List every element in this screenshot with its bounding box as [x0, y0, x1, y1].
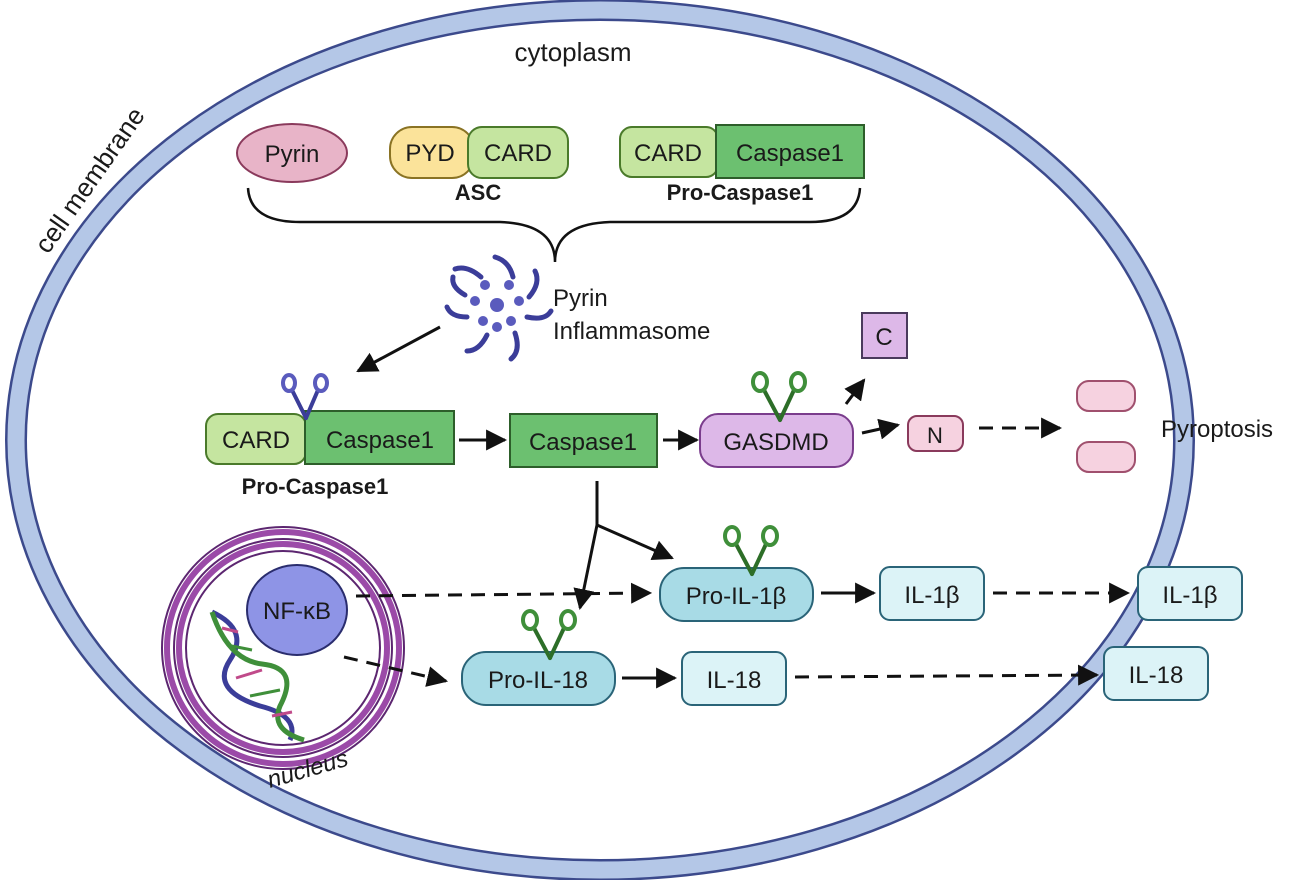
il18-outer-label: IL-18: [1129, 662, 1184, 689]
mid-card-label: CARD: [222, 427, 290, 454]
n-fragment: [907, 415, 964, 452]
scissors-icon-pro-il1b: [723, 525, 779, 576]
dna-icon: [209, 609, 305, 743]
mid-caspase1-label: Caspase1: [326, 427, 434, 454]
arrow-inflammasome-to-procaspase: [356, 325, 441, 373]
arrow-il18-out: [794, 664, 1100, 686]
pore-top: [1076, 380, 1136, 412]
arrow-gasdmd-to-c: [844, 378, 866, 405]
pro-il18: [461, 651, 616, 706]
inflammasome-label-2: Inflammasome: [553, 318, 710, 345]
asc-name: ASC: [455, 180, 502, 205]
pyroptosis-label: Pyroptosis: [1161, 416, 1273, 443]
inflammasome-label-1: Pyrin: [553, 285, 608, 312]
caspase1-active: [509, 413, 658, 468]
top-card-label: CARD: [634, 140, 702, 167]
il18-inner-label: IL-18: [707, 667, 762, 694]
pore-bottom: [1076, 441, 1136, 473]
nfkb-label: NF-κB: [263, 598, 331, 625]
nfkb: [246, 564, 348, 656]
pyrin-component: [236, 123, 348, 183]
arrow-caspase-to-pro-il18: [573, 524, 599, 611]
assembly-brace: [246, 187, 862, 263]
il1b-inner-label: IL-1β: [904, 582, 959, 609]
arrow-dna-to-pro-il18: [343, 655, 449, 687]
inflammasome-icon: [444, 254, 554, 362]
pro-il1b-label: Pro-IL-1β: [686, 583, 787, 610]
pyrin-label: Pyrin: [265, 141, 320, 168]
mid-pro-caspase1-name: Pro-Caspase1: [242, 474, 389, 499]
asc-card: [467, 126, 569, 179]
caspase1-active-label: Caspase1: [529, 429, 637, 456]
top-caspase1: [715, 124, 865, 179]
il18-outer: [1103, 646, 1209, 701]
pro-il18-label: Pro-IL-18: [488, 667, 588, 694]
cytoplasm-label: cytoplasm: [514, 37, 631, 67]
arrow-caspase-to-pro-il1b: [596, 523, 674, 560]
gasdmd-label: GASDMD: [723, 429, 828, 456]
il18-inner: [681, 651, 787, 706]
scissors-icon-gasdmd: [751, 371, 807, 422]
il1b-outer-label: IL-1β: [1162, 582, 1217, 609]
top-pro-caspase1-name: Pro-Caspase1: [667, 180, 814, 205]
arrow-nfkb-to-pro-il1b: [355, 582, 653, 604]
c-fragment-label: C: [875, 324, 892, 351]
asc-pyd-label: PYD: [405, 140, 454, 167]
pro-il1b: [659, 567, 814, 622]
scissors-icon-pro-il18: [521, 609, 577, 660]
il1b-inner: [879, 566, 985, 621]
n-fragment-label: N: [927, 423, 943, 448]
mid-caspase1: [304, 410, 455, 465]
asc-card-label: CARD: [484, 140, 552, 167]
il1b-outer: [1137, 566, 1243, 621]
arrow-gasdmd-to-n: [861, 418, 901, 440]
top-caspase1-label: Caspase1: [736, 140, 844, 167]
c-fragment: [861, 312, 908, 359]
